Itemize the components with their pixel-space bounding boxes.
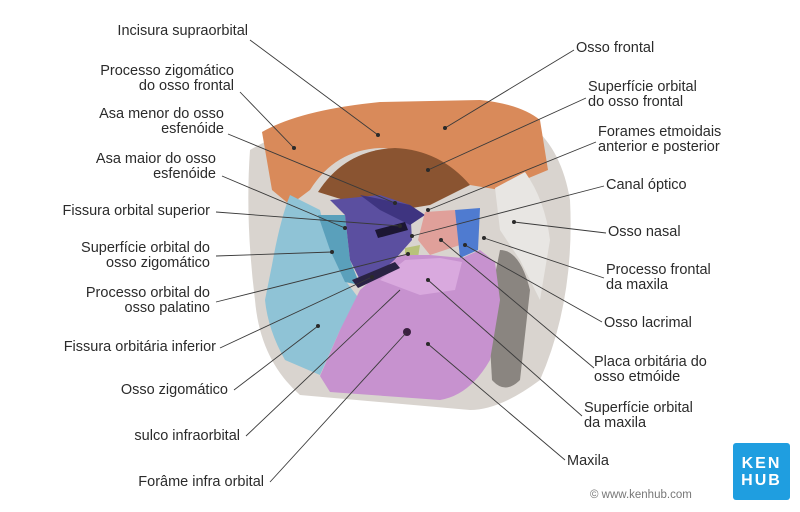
frontal-bone — [262, 100, 548, 205]
leader-processo-palatino — [215, 253, 409, 303]
label-placa-orbitaria-etmoide: Placa orbitária do osso etmóide — [594, 354, 707, 385]
copyright-text: © www.kenhub.com — [590, 489, 692, 501]
label-maxila: Maxila — [567, 453, 609, 469]
leader-superficie-frontal — [427, 97, 587, 171]
label-forame-infra-orbital: Forâme infra orbital — [138, 474, 264, 490]
leader-processo-zigomatico — [239, 91, 295, 149]
leader-asa-menor — [227, 133, 396, 204]
label-processo-zigomatico-frontal: Processo zigomático do osso frontal — [100, 63, 234, 94]
frontal-orbital-surface — [318, 148, 470, 210]
label-osso-lacrimal: Osso lacrimal — [604, 315, 692, 331]
leader-asa-maior — [221, 175, 346, 229]
leader-incisura-supraorbital — [249, 39, 379, 136]
lacrimal-bone — [455, 208, 480, 258]
leader-forame — [269, 332, 407, 483]
leader-dots — [292, 126, 516, 346]
label-superficie-orbital-frontal: Superfície orbital do osso frontal — [588, 79, 697, 110]
sphenoid-greater-wing — [330, 195, 412, 280]
label-asa-maior: Asa maior do osso esfenóide — [95, 151, 216, 182]
label-osso-zigomatico: Osso zigomático — [120, 382, 228, 398]
leader-processo-frontal — [483, 237, 605, 279]
label-superficie-orbital-maxila: Superfície orbital da maxila — [584, 400, 693, 431]
label-asa-menor: Asa menor do osso esfenóide — [99, 106, 224, 137]
leader-maxila — [427, 343, 566, 461]
leader-canal-optico — [411, 185, 605, 237]
label-canal-optico: Canal óptico — [606, 177, 687, 193]
leader-placa-etmoide — [440, 239, 595, 369]
label-processo-orbital-palatino: Processo orbital do osso palatino — [85, 285, 210, 316]
ethmoid-orbital-plate — [418, 210, 460, 255]
leader-osso-nasal — [513, 221, 607, 234]
leader-superficie-zigomatico — [215, 251, 333, 257]
maxilla-orbital-surface — [380, 258, 462, 295]
inferior-orbital-fissure — [352, 262, 400, 288]
sphenoid-lesser-wing — [360, 195, 425, 225]
leader-forames-etmoidais — [427, 141, 597, 211]
leader-sulco — [245, 289, 401, 437]
label-sulco-infraorbital: sulco infraorbital — [134, 428, 240, 444]
leader-osso-zigomatico — [233, 325, 319, 391]
label-forames-etmoidais: Forames etmoidais anterior e posterior — [598, 124, 722, 155]
label-incisura-supraorbital: Incisura supraorbital — [117, 23, 248, 39]
leader-lines — [215, 39, 607, 483]
kenhub-logo: KEN HUB — [733, 443, 790, 500]
leader-osso-frontal — [444, 49, 575, 129]
leader-superficie-maxila — [427, 279, 583, 417]
leader-fissura-superior — [215, 211, 401, 227]
label-processo-frontal-maxila: Processo frontal da maxila — [606, 262, 711, 293]
leader-fissura-inferior — [219, 276, 373, 349]
label-fissura-orbitaria-inferior: Fissura orbitária inferior — [63, 339, 216, 355]
nasal-cavity — [488, 250, 530, 388]
label-superficie-orbital-zigomatico: Superfície orbital do osso zigomático — [81, 240, 210, 271]
logo-line-1: KEN — [741, 454, 782, 472]
zygomatic-bone — [265, 195, 360, 375]
label-osso-frontal: Osso frontal — [576, 40, 655, 56]
label-osso-nasal: Osso nasal — [608, 224, 681, 240]
logo-line-2: HUB — [741, 471, 782, 489]
leader-osso-lacrimal — [464, 244, 603, 323]
label-fissura-orbital-superior: Fissura orbital superior — [62, 203, 210, 219]
zygomatic-orbital-surface — [318, 215, 360, 285]
